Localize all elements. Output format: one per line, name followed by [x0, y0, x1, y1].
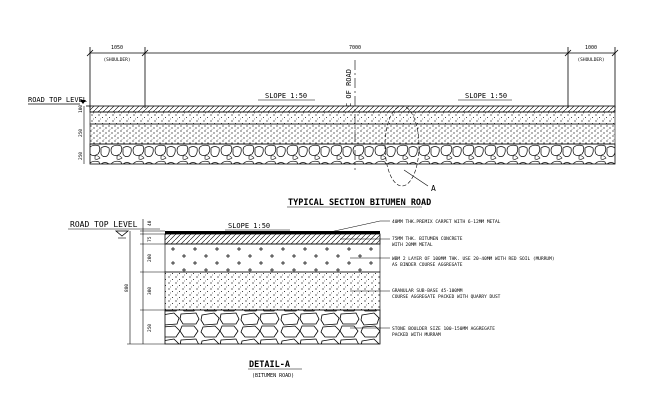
detail-road-top-level-label: ROAD TOP LEVEL [70, 220, 138, 229]
detail-marker-label: A [431, 184, 436, 193]
typical-section-title: TYPICAL SECTION BITUMEN ROAD [288, 198, 431, 208]
note-boulder-1: STONE BOULDER SIZE 100-150MM AGGREGATE [392, 326, 495, 332]
detail-slope-label: SLOPE 1:50 [228, 222, 270, 230]
note-gsb-1: GRANULAR SUB-BASE 45-100MM [392, 288, 463, 294]
slope-left-label: SLOPE 1:50 [265, 92, 307, 100]
centerline-label: C OF ROAD [345, 69, 353, 107]
note-gsb-2: COURSE AGGREGATE PACKED WITH QUARRY DUST [392, 294, 501, 300]
typical-section: 1050 7000 1000 (SHOULDER) (SHOULDER) ROA… [28, 45, 619, 208]
road-top-level-label: ROAD TOP LEVEL [28, 96, 87, 104]
note-boulder-2: PACKED WITH MURRAM [392, 332, 441, 338]
detail-granular-sub-base-layer [164, 271, 381, 311]
note-leaders [329, 220, 390, 329]
wbm-layer [89, 111, 616, 125]
top-dimension-lines [86, 47, 619, 108]
slope-right-label: SLOPE 1:50 [465, 92, 507, 100]
detail-depth-label-5: 250 [147, 324, 153, 332]
dim-center-label: 7000 [349, 45, 361, 51]
detail-stone-boulder-layer [164, 309, 381, 345]
detail-depth-label-2: 75 [147, 236, 153, 242]
shoulder-left-label: (SHOULDER) [103, 57, 130, 63]
depth-label-2: 250 [78, 129, 84, 137]
note-wbm-2: AS BINDER COURSE AGGREGATE [392, 262, 463, 268]
detail-depth-label-4: 300 [147, 287, 153, 295]
depth-label-3: 250 [78, 152, 84, 160]
level-marker-icon [80, 100, 86, 104]
detail-section: ROAD TOP LEVEL SLOPE 1:50 40 75 200 300 … [68, 219, 555, 379]
granular-sub-base-layer [89, 123, 616, 145]
detail-total-depth-label: 880 [124, 284, 130, 292]
premix-carpet-layer [165, 231, 380, 234]
detail-depth-label-3: 200 [147, 254, 153, 262]
dim-right-label: 1000 [585, 45, 597, 51]
note-wbm-1: WBM 2 LAYER OF 100MM THK. USE 20-40MM WI… [392, 256, 555, 262]
stone-boulder-layer [89, 143, 616, 165]
shoulder-right-label: (SHOULDER) [577, 57, 604, 63]
detail-callout-circle [384, 105, 420, 187]
note-bitumen-concrete-1: 75MM THK. BITUMEN CONCRETE [392, 236, 463, 242]
dim-left-label: 1050 [111, 45, 123, 51]
detail-depth-label-1: 40 [147, 220, 153, 226]
note-premix-carpet: 40MM THK.PREMIX CARPET WITH 6-12MM METAL [392, 219, 501, 225]
detail-level-marker-icon [114, 230, 130, 237]
detail-title: DETAIL-A [249, 360, 290, 370]
detail-wbm-layer [164, 243, 381, 273]
wearing-course-layer [89, 105, 616, 113]
note-bitumen-concrete-2: WITH 20MM METAL [392, 242, 433, 248]
detail-subtitle: (BITUMEN ROAD) [252, 373, 294, 379]
depth-label-1: 100 [78, 105, 84, 113]
